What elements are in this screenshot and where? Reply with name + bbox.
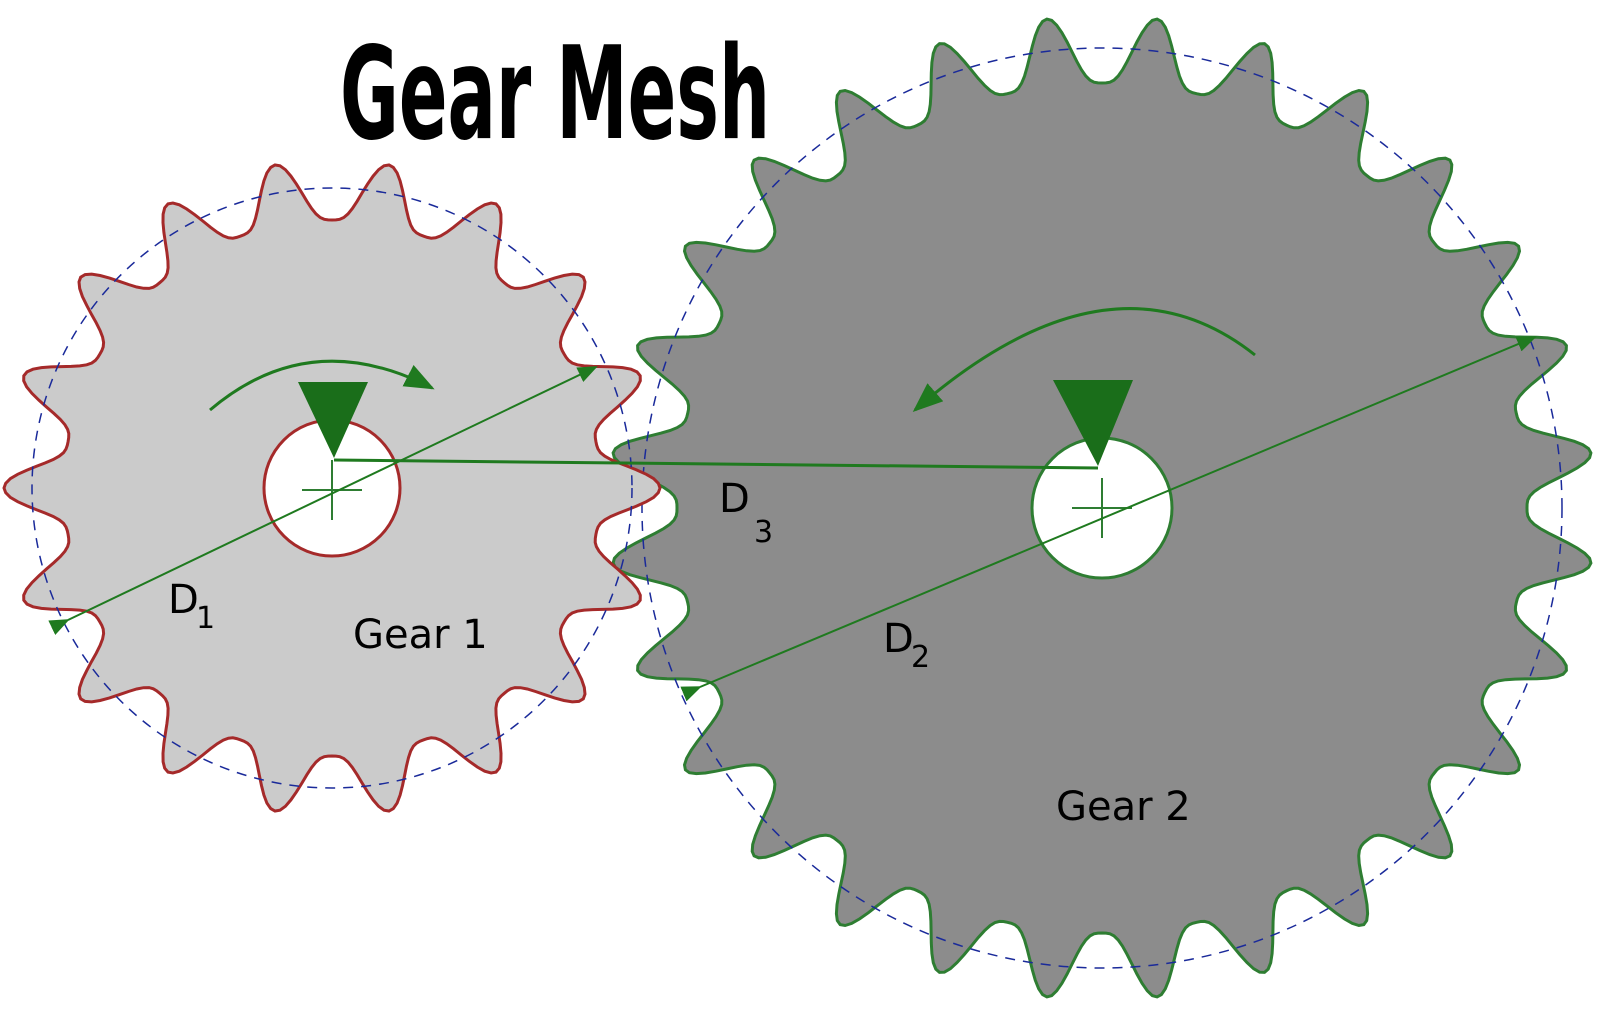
svg-text:3: 3: [754, 515, 773, 550]
gear-2: [611, 17, 1593, 999]
svg-text:D: D: [168, 577, 199, 623]
svg-text:1: 1: [196, 601, 215, 636]
svg-text:D: D: [719, 476, 750, 522]
svg-text:D: D: [883, 616, 914, 662]
gear-1-label: Gear 1: [353, 612, 488, 658]
svg-text:2: 2: [911, 640, 930, 675]
gear-1-pitch-circle: [31, 187, 633, 789]
d2-label: D 2: [883, 616, 930, 675]
d3-label: D 3: [719, 476, 773, 550]
gear-2-pitch-circle: [641, 47, 1563, 969]
d1-label: D 1: [168, 577, 215, 636]
gear-1: [2, 163, 662, 813]
gear-2-label: Gear 2: [1056, 784, 1191, 830]
d1-dimension-line: [48, 366, 598, 635]
diagram-title: Gear Mesh: [340, 20, 770, 169]
d3-center-distance-line: [333, 458, 1099, 470]
d2-dimension-line: [680, 336, 1537, 702]
